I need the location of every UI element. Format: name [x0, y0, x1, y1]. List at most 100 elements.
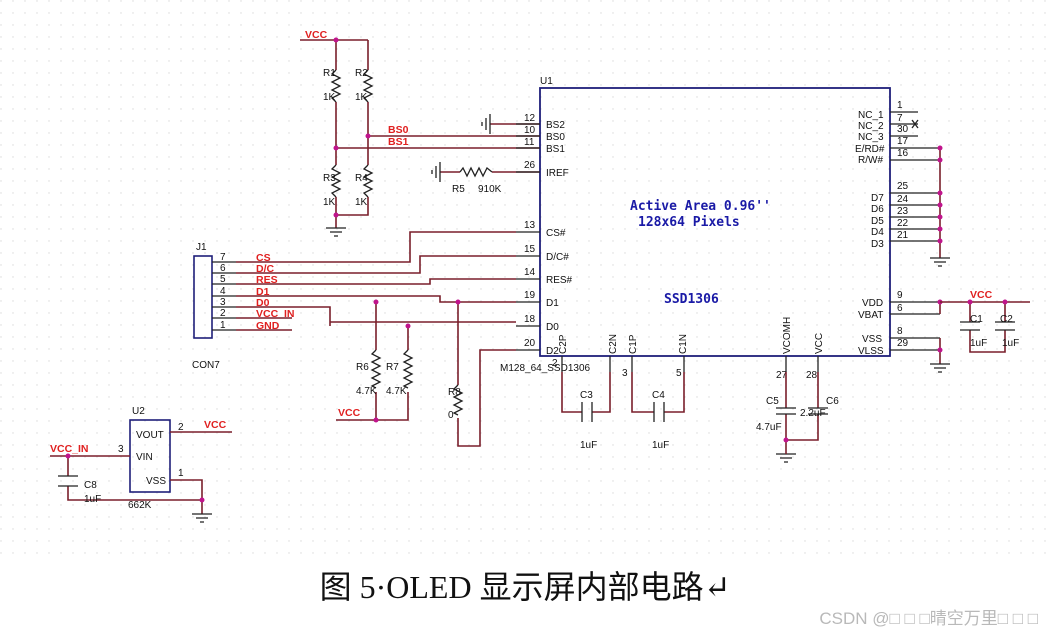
r7-ref: R7 — [386, 362, 399, 373]
pin-num-20: 20 — [524, 338, 536, 349]
right-pin-labels: NC_1 1 NC_2 7 NC_3 30 E/RD# 17 R/W# 16 D… — [855, 100, 950, 373]
pin-num-9: 9 — [897, 290, 903, 301]
pin-num-14: 14 — [524, 267, 536, 278]
r8-ref: R8 — [448, 387, 461, 398]
pin-c1p: C1P — [628, 334, 639, 354]
pin-num-5: 5 — [676, 368, 682, 379]
pin-dc: D/C# — [546, 252, 569, 263]
u1-ref: U1 — [540, 76, 553, 87]
net-d0: D0 — [256, 297, 270, 309]
pin-vdd: VDD — [862, 298, 883, 309]
r6-ref: R6 — [356, 362, 369, 373]
pin-vlss: VLSS — [858, 346, 884, 357]
c6-ref: C6 — [826, 396, 839, 407]
j1-pin5: 5 — [220, 274, 226, 285]
c1-ref: C1 — [970, 314, 983, 325]
r1-ref: R1 — [323, 68, 336, 79]
charge-pump-capacitors: C3 1uF C4 1uF — [561, 372, 685, 451]
j1-pin7: 7 — [220, 252, 226, 263]
r5-ref: R5 — [452, 184, 465, 195]
pin-vcomh: VCOMH — [782, 317, 793, 354]
pin-num-30: 30 — [897, 124, 909, 135]
pin-d4: D4 — [871, 227, 884, 238]
left-pin-labels: BS2 12 BS0 10 BS1 11 IREF 26 CS# 13 D/C#… — [516, 113, 573, 357]
u2-pin2: 2 — [178, 422, 184, 433]
j1-pin1: 1 — [220, 320, 226, 331]
u2-vout: VOUT — [136, 430, 164, 441]
c8-ref: C8 — [84, 480, 97, 491]
pin-nc3: NC_3 — [858, 132, 884, 143]
vcc-label-pullups: VCC — [338, 407, 361, 419]
r4-ref: R4 — [355, 173, 368, 184]
c8-value: 1uF — [84, 494, 101, 505]
j1-part: CON7 — [192, 360, 220, 371]
pin-bs2: BS2 — [546, 120, 565, 131]
bs1-net-label: BS1 — [388, 136, 409, 148]
vcomh-vcc-capacitors: C5 4.7uF C6 2.2uF — [756, 372, 839, 463]
active-area-line2: 128x64 Pixels — [638, 215, 740, 230]
vdd-capacitors: VCC C1 1uF C2 1uF — [940, 289, 1030, 353]
pin-num-1: 1 — [897, 100, 903, 111]
pin-rw: R/W# — [858, 155, 883, 166]
net-res: RES — [256, 274, 278, 286]
pin-num-26: 26 — [524, 160, 536, 171]
pin-d5: D5 — [871, 216, 884, 227]
u2-regulator: U2 VOUT VIN VSS 662K 2 3 1 VCC VCC_IN C8… — [50, 406, 232, 523]
pin-erd: E/RD# — [855, 144, 885, 155]
bottom-pin-labels: C2P C2N C1P C1N VCOMH VCC 2 3 4 5 27 28 — [552, 317, 825, 381]
r8-value: 0 — [448, 410, 454, 421]
pin-num-2: 2 — [552, 358, 558, 369]
u2-pin3: 3 — [118, 444, 124, 455]
c4-ref: C4 — [652, 390, 665, 401]
r6-value: 4.7K — [356, 386, 377, 397]
j1-pin6: 6 — [220, 263, 226, 274]
u2-vin: VIN — [136, 452, 153, 463]
pin-num-10: 10 — [524, 125, 536, 136]
pin-num-25: 25 — [897, 181, 909, 192]
u2-pin1: 1 — [178, 468, 184, 479]
pin-vbat: VBAT — [858, 310, 883, 321]
r5-value: 910K — [478, 184, 502, 195]
pin-c2p: C2P — [558, 334, 569, 354]
r4-value: 1K — [355, 197, 368, 208]
j1-connector: J1 CON7 7 6 5 4 3 2 1 CS D/C RES D1 D0 V… — [192, 231, 516, 447]
pin-bs0: BS0 — [546, 132, 565, 143]
pullup-resistor-network: VCC R1 1K R2 1K BS0 BS1 R3 1K R4 1K — [300, 29, 540, 237]
pin-num-29: 29 — [897, 338, 909, 349]
pin-num-12: 12 — [524, 113, 536, 124]
pin-d7: D7 — [871, 193, 884, 204]
watermark: CSDN @□ □ □晴空万里□ □ □ — [819, 609, 1038, 628]
pin-num-3: 3 — [622, 368, 628, 379]
r3-ref: R3 — [323, 173, 336, 184]
c3-ref: C3 — [580, 390, 593, 401]
pin-nc2: NC_2 — [858, 121, 884, 132]
net-cs: CS — [256, 252, 271, 264]
pin-c2n: C2N — [608, 334, 619, 354]
j1-pin4: 4 — [220, 286, 226, 297]
r1-value: 1K — [323, 92, 336, 103]
net-dc: D/C — [256, 263, 275, 275]
pin-num-22: 22 — [897, 218, 909, 229]
pin-res: RES# — [546, 275, 573, 286]
j1-pin3: 3 — [220, 297, 226, 308]
pin-num-27: 27 — [776, 370, 788, 381]
pin-num-6: 6 — [897, 303, 903, 314]
pin-d6: D6 — [871, 204, 884, 215]
vcc-in-label: VCC_IN — [50, 443, 89, 455]
vcc-label-top: VCC — [305, 29, 328, 41]
pin-num-15: 15 — [524, 244, 536, 255]
pin-num-28: 28 — [806, 370, 818, 381]
schematic-diagram: VCC R1 1K R2 1K BS0 BS1 R3 1K R4 1K — [0, 0, 1050, 560]
r3-value: 1K — [323, 197, 336, 208]
u2-part: 662K — [128, 500, 152, 511]
active-area-line1: Active Area 0.96'' — [630, 199, 771, 214]
chip-model-label: SSD1306 — [664, 292, 719, 307]
pin-vcc: VCC — [814, 333, 825, 354]
c2-value: 1uF — [1002, 338, 1019, 349]
grid-background — [0, 0, 1050, 560]
c1-value: 1uF — [970, 338, 987, 349]
pin-num-16: 16 — [897, 148, 909, 159]
pin-c1n: C1N — [678, 334, 689, 354]
pin-nc1: NC_1 — [858, 110, 884, 121]
pin-d2: D2 — [546, 346, 559, 357]
